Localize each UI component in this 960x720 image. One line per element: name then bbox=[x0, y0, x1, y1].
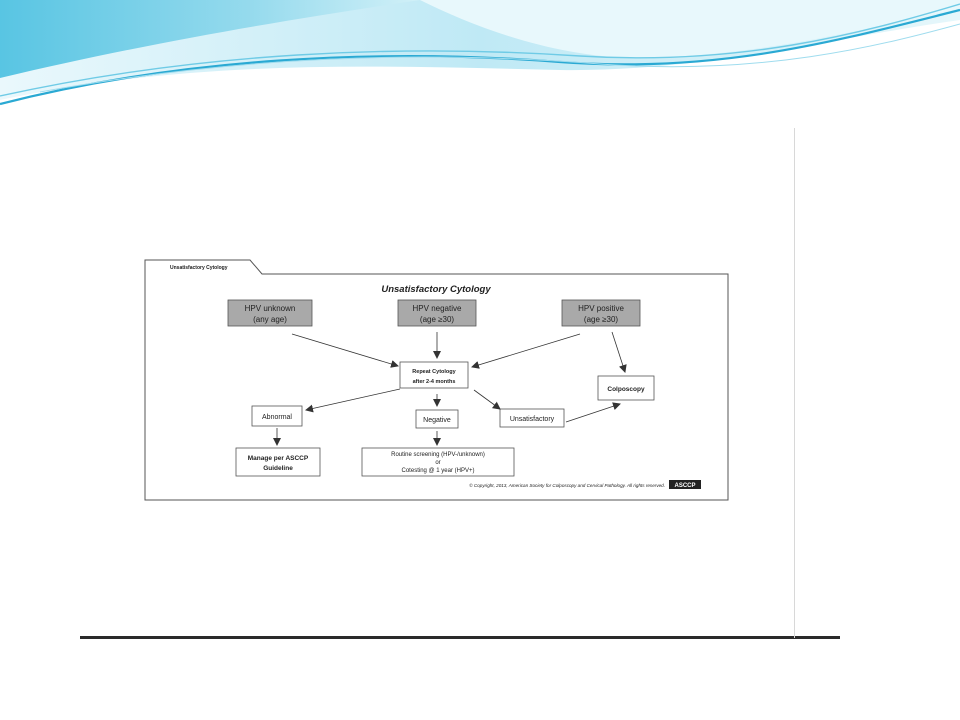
copyright-notice: © Copyright, 2013, American Society for … bbox=[469, 482, 665, 488]
manage-line1: Manage per ASCCP bbox=[248, 455, 309, 462]
routine-line3: Cotesting @ 1 year (HPV+) bbox=[402, 468, 475, 474]
manage-line2: Guideline bbox=[263, 465, 293, 472]
arrows bbox=[273, 331, 627, 446]
hpv-unknown-line1: HPV unknown bbox=[245, 304, 296, 313]
repeat-cytology-line1: Repeat Cytology bbox=[412, 369, 456, 375]
node-negative: Negative bbox=[415, 409, 459, 429]
unsatisfactory-label: Unsatisfactory bbox=[510, 416, 555, 423]
hpv-unknown-line2: (any age) bbox=[253, 315, 287, 324]
node-colposcopy: Colposcopy bbox=[597, 375, 655, 401]
node-hpv-positive: HPV positive (age ≥30) bbox=[561, 299, 641, 327]
panel-tab-label: Unsatisfactory Cytology bbox=[170, 265, 228, 271]
repeat-cytology-line2: after 2-4 months bbox=[413, 379, 456, 385]
arrow-hpv-unknown-to-repeat bbox=[291, 333, 399, 368]
arrow-hpv-positive-to-repeat bbox=[471, 333, 581, 369]
routine-line2: or bbox=[435, 460, 440, 466]
hpv-negative-line1: HPV negative bbox=[413, 304, 462, 313]
hpv-positive-line2: (age ≥30) bbox=[584, 315, 619, 324]
hpv-positive-line1: HPV positive bbox=[578, 304, 624, 313]
scan-bottom-edge bbox=[80, 636, 840, 639]
abnormal-label: Abnormal bbox=[262, 414, 292, 421]
asccp-logo: ASCCP bbox=[669, 480, 701, 489]
header-swoosh bbox=[0, 0, 960, 106]
arrow-hpv-positive-to-colposcopy bbox=[611, 331, 627, 373]
arrow-unsatisfactory-to-colposcopy bbox=[565, 402, 621, 423]
hpv-negative-line2: (age ≥30) bbox=[420, 315, 455, 324]
scan-right-edge bbox=[794, 128, 795, 638]
node-unsatisfactory: Unsatisfactory bbox=[499, 408, 565, 428]
node-manage-per-asccp: Manage per ASCCP Guideline bbox=[235, 447, 321, 477]
colposcopy-label: Colposcopy bbox=[607, 386, 645, 393]
routine-line1: Routine screening (HPV-/unknown) bbox=[391, 452, 485, 458]
diagram-title: Unsatisfactory Cytology bbox=[381, 284, 491, 295]
flowchart: Unsatisfactory Cytology Unsatisfactory C… bbox=[144, 259, 729, 501]
arrow-repeat-to-unsatisfactory bbox=[473, 389, 501, 410]
node-routine-screening: Routine screening (HPV-/unknown) or Cote… bbox=[361, 447, 515, 477]
node-abnormal: Abnormal bbox=[251, 405, 303, 427]
node-hpv-negative: HPV negative (age ≥30) bbox=[397, 299, 477, 327]
negative-label: Negative bbox=[423, 417, 451, 424]
arrow-repeat-to-abnormal bbox=[305, 388, 401, 413]
node-repeat-cytology: Repeat Cytology after 2-4 months bbox=[399, 361, 469, 389]
asccp-logo-text: ASCCP bbox=[674, 483, 695, 489]
node-hpv-unknown: HPV unknown (any age) bbox=[227, 299, 313, 327]
